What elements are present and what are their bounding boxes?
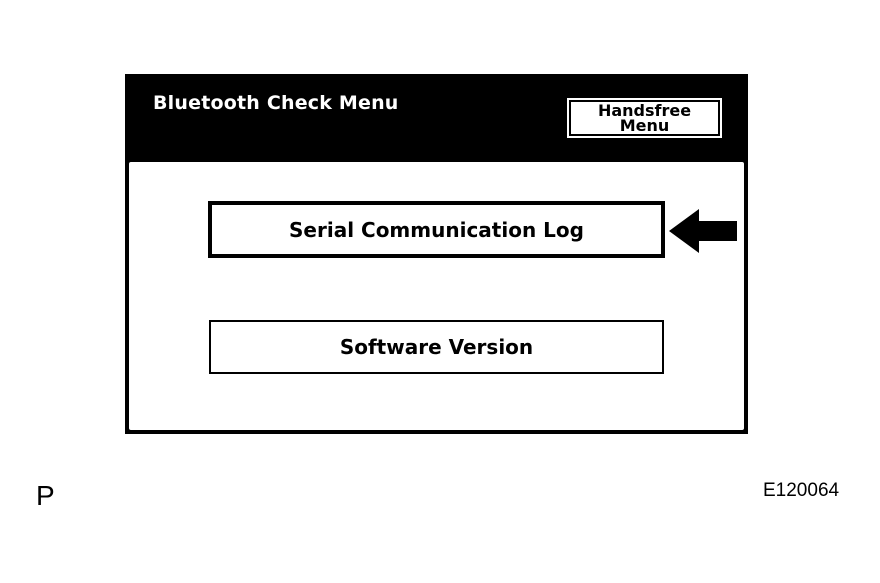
- handsfree-menu-label: Handsfree Menu: [597, 101, 692, 135]
- display-screen: Bluetooth Check Menu Handsfree Menu Seri…: [125, 74, 748, 434]
- corner-mark: P: [36, 480, 55, 511]
- software-version-button[interactable]: Software Version: [209, 320, 664, 374]
- serial-communication-log-button[interactable]: Serial Communication Log: [208, 201, 665, 258]
- serial-communication-log-label: Serial Communication Log: [289, 217, 584, 242]
- software-version-label: Software Version: [339, 335, 534, 359]
- screen-title: Bluetooth Check Menu: [153, 92, 399, 114]
- menu-panel: Serial Communication Log Software Versio…: [129, 162, 744, 430]
- handsfree-menu-button[interactable]: Handsfree Menu: [567, 98, 722, 138]
- left-arrow-icon: [669, 209, 737, 253]
- figure-id: E120064: [763, 480, 840, 501]
